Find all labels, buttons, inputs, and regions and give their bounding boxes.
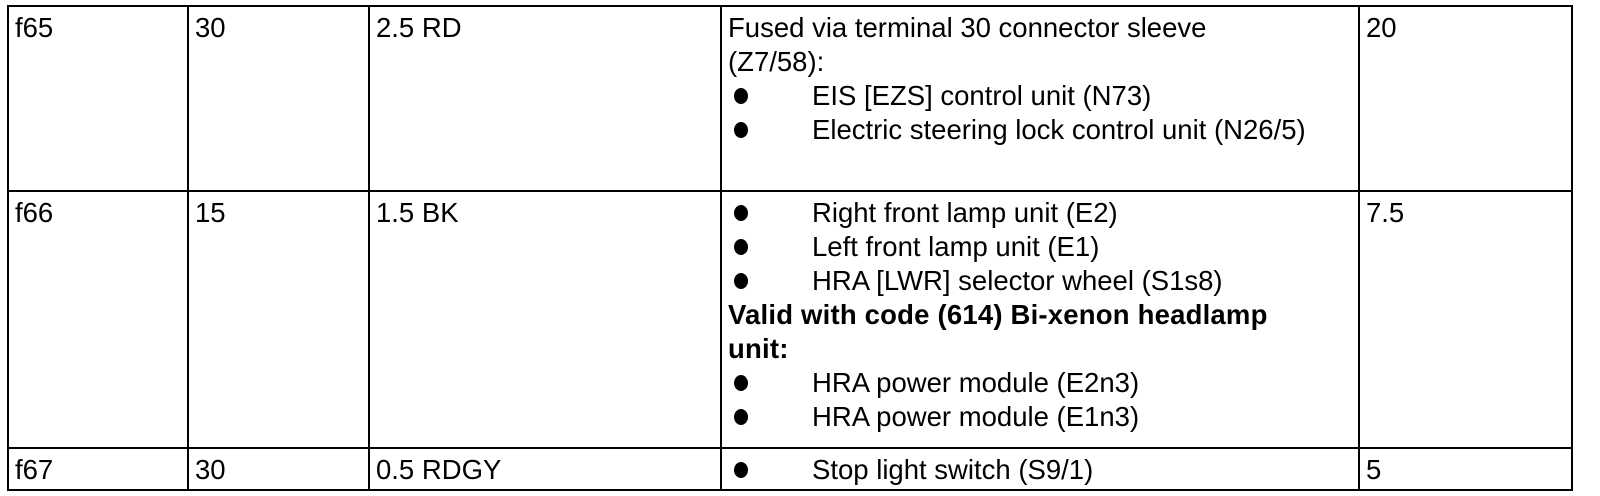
consumer-item-text: Electric steering lock control unit (N26…	[812, 114, 1306, 145]
bullet-icon	[734, 122, 748, 138]
consumer-item: HRA [LWR] selector wheel (S1s8)	[728, 264, 1354, 298]
consumer-item: Stop light switch (S9/1)	[728, 453, 1354, 487]
bullet-icon	[734, 409, 748, 425]
wire-gauge-cell: 2.5 RD	[370, 7, 722, 192]
consumer-item-text: Right front lamp unit (E2)	[812, 197, 1118, 228]
consumer-item-text: Left front lamp unit (E1)	[812, 231, 1100, 262]
wire-gauge-cell: 1.5 BK	[370, 192, 722, 449]
consumer-item-text: HRA power module (E2n3)	[812, 367, 1140, 398]
fuse-id-cell: f65	[9, 7, 189, 192]
consumer-item-text: HRA power module (E1n3)	[812, 401, 1140, 432]
bullet-icon	[734, 273, 748, 289]
amperage-cell: 20	[1360, 7, 1571, 192]
terminal-cell: 30	[189, 449, 370, 489]
bullet-icon	[734, 462, 748, 478]
description-cell: Fused via terminal 30 connector sleeve (…	[722, 7, 1360, 192]
consumer-item-text: HRA [LWR] selector wheel (S1s8)	[812, 265, 1223, 296]
amperage-cell: 5	[1366, 454, 1382, 485]
consumer-item: Left front lamp unit (E1)	[728, 230, 1354, 264]
description-line: Fused via terminal 30 connector sleeve	[728, 12, 1207, 43]
description-cell: Stop light switch (S9/1)	[722, 449, 1360, 489]
code-validity-note: Valid with code (614) Bi-xenon headlamp	[728, 299, 1268, 330]
consumer-item: EIS [EZS] control unit (N73)	[728, 79, 1354, 113]
bullet-icon	[734, 375, 748, 391]
bullet-icon	[734, 239, 748, 255]
amperage-cell: 7.5	[1360, 192, 1571, 449]
consumer-item: Electric steering lock control unit (N26…	[728, 113, 1354, 147]
fuse-id-cell: f67	[9, 449, 189, 489]
consumer-item: HRA power module (E2n3)	[728, 366, 1354, 400]
bullet-icon	[734, 88, 748, 104]
fuse-id-cell: f66	[9, 192, 189, 449]
terminal-cell: 15	[189, 192, 370, 449]
fuse-table: f65 30 2.5 RD Fused via terminal 30 conn…	[7, 5, 1573, 491]
terminal-cell: 30	[189, 7, 370, 192]
consumer-item: Right front lamp unit (E2)	[728, 196, 1354, 230]
description-line: (Z7/58):	[728, 46, 825, 77]
description-cell: Right front lamp unit (E2) Left front la…	[722, 192, 1360, 449]
consumer-item: HRA power module (E1n3)	[728, 400, 1354, 434]
bullet-icon	[734, 205, 748, 221]
consumer-item-text: EIS [EZS] control unit (N73)	[812, 80, 1152, 111]
code-validity-note: unit:	[728, 333, 789, 364]
wire-gauge-cell: 0.5 RDGY	[370, 449, 722, 489]
consumer-item-text: Stop light switch (S9/1)	[812, 454, 1094, 485]
